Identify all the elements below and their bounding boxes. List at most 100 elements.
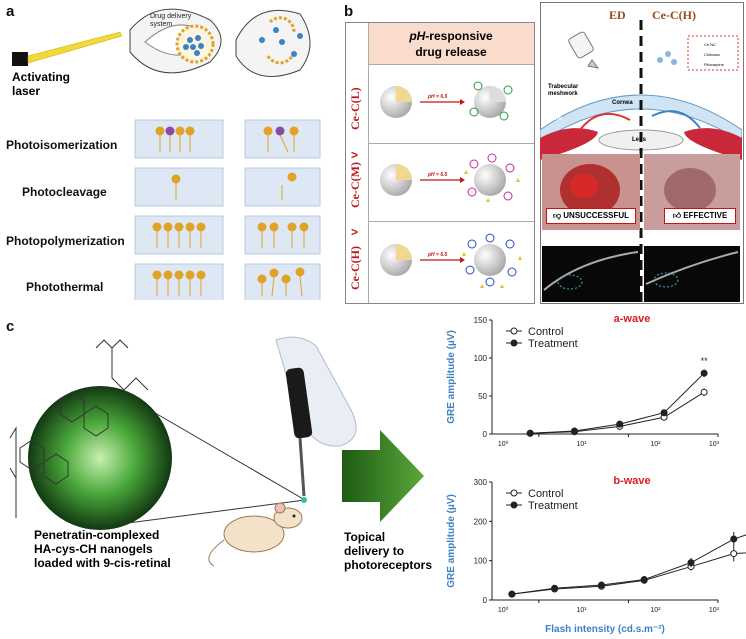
delivery-arrow-icon (342, 430, 424, 522)
pipette-hand-icon (275, 336, 357, 497)
data-point-treatment (551, 584, 559, 592)
series-line-control (511, 552, 746, 595)
y-axis-label: GRE amplitude (µV) (446, 330, 457, 424)
data-point-control (730, 550, 738, 558)
legend-item-ce-nc: Ce NC (704, 42, 717, 47)
trabecular-label: Trabecular meshwork (548, 84, 579, 97)
data-point-treatment (616, 420, 624, 428)
chart-title: a-wave (614, 313, 651, 325)
thumbs-down-icon: 👎︎ (552, 211, 564, 220)
process-label-photocleavage: Photocleavage (22, 185, 107, 199)
y-tick-label: 0 (483, 596, 488, 605)
x-tick-label: 10¹ (577, 607, 588, 614)
ce-c-h-title: Ce-C(H) (652, 8, 696, 22)
laser-beam-icon (27, 31, 123, 64)
laser-device-icon (12, 52, 28, 66)
ed-title: ED (609, 8, 626, 22)
x-tick-label: 10² (650, 441, 661, 448)
data-point-treatment (730, 535, 738, 543)
y-tick-label: 0 (483, 430, 488, 439)
data-point-treatment (687, 559, 695, 567)
y-tick-label: 50 (478, 392, 487, 401)
legend-marker (510, 489, 518, 497)
legend-marker (510, 327, 518, 335)
y-tick-label: 200 (474, 517, 488, 526)
process-label-photoisomerization: Photoisomerization (6, 138, 118, 152)
panel-c-letter: c (6, 318, 15, 335)
nanogel-sphere-icon (28, 386, 172, 530)
data-point-treatment (526, 429, 534, 437)
data-point-control (700, 388, 708, 396)
data-point-treatment (597, 581, 605, 589)
nanoparticle-icon (474, 244, 506, 276)
ph-release-header-rest: -responsive drug release (415, 29, 493, 59)
x-tick-label: 10¹ (577, 441, 588, 448)
x-tick-label: 10² (650, 607, 661, 614)
unsuccessful-label: UNSUCCESSFUL (563, 211, 630, 220)
panel-a-illustration (12, 8, 321, 300)
series-line-treatment (511, 534, 746, 595)
drug-system-label: Drug delivery system (150, 13, 192, 28)
legend-marker (510, 339, 518, 347)
delivery-caption: Topical delivery to photoreceptors (344, 530, 433, 572)
data-point-treatment (640, 576, 648, 584)
nanoparticle-illustrations (380, 81, 522, 288)
row-label-ce-c-m: Ce-C(M) (348, 162, 362, 208)
chart-title: b-wave (613, 475, 650, 487)
row-label-ce-c-h: Ce-C(H) (348, 246, 362, 290)
eye-diagram-released-icon (235, 9, 311, 77)
x-axis-label: Flash intensity (cd.s.m⁻²) (545, 624, 665, 635)
data-point-treatment (700, 369, 708, 377)
y-axis-label: GRE amplitude (µV) (446, 494, 457, 588)
legend-label-treatment: Treatment (528, 338, 578, 350)
legend-label-control: Control (528, 488, 563, 500)
legend-box (687, 35, 739, 71)
panel-b-letter: b (344, 3, 354, 20)
ph-label-row-3: pH = 6.5 (428, 252, 448, 258)
molecule-structure-icon (9, 339, 149, 518)
y-tick-label: 150 (474, 316, 488, 325)
iris-label: Iris (553, 116, 563, 122)
ph-label-row-1: pH = 6.5 (428, 94, 448, 100)
x-tick-label: 10⁰ (498, 440, 509, 448)
x-tick-label: 10³ (709, 441, 720, 448)
unsuccessful-badge: 👎︎ UNSUCCESSFUL (546, 208, 636, 224)
legend-item-chitosan: Chitosan (704, 52, 720, 57)
ph-label-row-2: pH = 6.5 (428, 172, 448, 178)
y-tick-label: 300 (474, 478, 488, 487)
eye-drop-bottle-icon (568, 31, 600, 69)
legend-items: Ce NC Chitosan Pilocarpine (704, 40, 724, 70)
cornea-label: Cornea (612, 100, 633, 106)
y-tick-label: 100 (474, 557, 488, 566)
thumbs-up-icon: 👍︎ (672, 211, 684, 220)
data-point-treatment (570, 427, 578, 435)
effective-label: EFFECTIVE (683, 211, 728, 220)
legend-label-control: Control (528, 326, 563, 338)
row-label-ce-c-l: Ce-C(L) (348, 87, 362, 130)
process-label-photopolymerization: Photopolymerization (6, 234, 125, 248)
significance-annotation: ** (701, 356, 709, 366)
nanogel-caption: Penetratin-complexed HA-cys-CH nanogels … (34, 528, 171, 570)
iris-left-icon (540, 128, 598, 160)
lipid-icons (152, 126, 309, 297)
panel-a-letter: a (6, 3, 15, 20)
data-point-treatment (660, 409, 668, 417)
greater-than-symbol: > (351, 225, 359, 239)
legend-marker (510, 501, 518, 509)
x-tick-label: 10⁰ (498, 606, 509, 614)
data-point-treatment (508, 590, 516, 598)
eye-diagram-icon (129, 8, 222, 74)
laser-label: Activating laser (12, 70, 71, 98)
x-tick-label: 10³ (709, 607, 720, 614)
process-label-photothermal: Photothermal (26, 280, 104, 294)
gre-charts: 0 50 100 150 10⁰ 10¹ 10² 10³ GRE amplitude (µV) a… (446, 313, 746, 635)
panel-c-illustration (9, 336, 424, 567)
ph-release-header: pH-responsive drug release (368, 23, 534, 65)
greater-than-symbol: > (351, 148, 359, 162)
row-ce-c-m (368, 143, 534, 222)
process-boxes (134, 119, 321, 300)
nanoparticle-icon (474, 164, 506, 196)
row-ce-c-l (368, 65, 534, 144)
legend-label-treatment: Treatment (528, 500, 578, 512)
ph-release-header-italic: pH (409, 29, 426, 43)
